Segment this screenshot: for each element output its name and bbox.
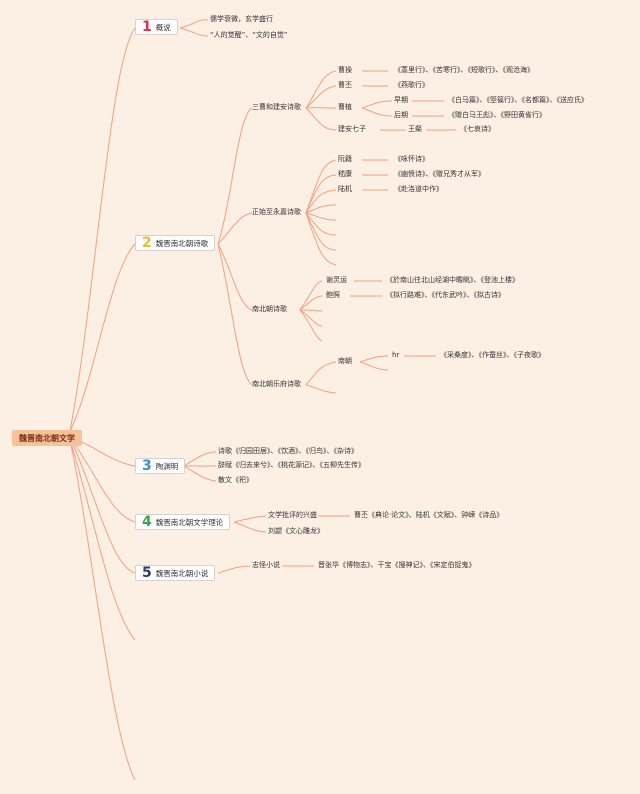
s2-luji[interactable]: 陆机	[338, 185, 352, 193]
s1-node-b[interactable]: “人的觉醒”、“文的自觉”	[210, 31, 288, 39]
s2-caocao[interactable]: 曹操	[338, 66, 352, 74]
s2-bao-works[interactable]: 《拟行路难》、《代东武吟》、《拟古诗》	[386, 291, 505, 299]
s1-node-a[interactable]: 儒学衰微，玄学盛行	[210, 15, 273, 23]
s2-jikang[interactable]: 嵇康	[338, 170, 352, 178]
s2-group-4[interactable]: 南北朝乐府诗歌	[252, 380, 301, 388]
section-4-number: 4	[142, 514, 152, 530]
link-root-empty-2	[69, 439, 136, 781]
link-root-s5	[69, 437, 136, 574]
s2-xie[interactable]: 谢灵运	[326, 276, 347, 284]
root-topic[interactable]: 魏晋南北朝文学	[12, 430, 82, 446]
s2-early-works[interactable]: 《白马篇》、《箜篌行》、《名都篇》、《送应氏》	[448, 96, 588, 104]
s2-caopi[interactable]: 曹丕	[338, 81, 352, 89]
s2-ruanji-works[interactable]: 《咏怀诗》	[394, 155, 429, 163]
s2-bao[interactable]: 鲍照	[326, 291, 340, 299]
s3-node-a[interactable]: 诗歌《归园田居》、《饮酒》、《归鸟》、《杂诗》	[218, 447, 358, 455]
section-1-label: 概说	[155, 22, 171, 32]
section-4-card[interactable]: 4 魏晋南北朝文学理论	[135, 514, 231, 530]
s2-xie-works[interactable]: 《於南山往北山经湖中瞻眺》、《登池上楼》	[386, 276, 519, 284]
s2-wangcan[interactable]: 王粲	[408, 125, 422, 133]
section-3-label: 陶渊明	[155, 461, 179, 471]
s2-luji-works[interactable]: 《赴洛道中作》	[394, 185, 443, 193]
s5-node-a-works[interactable]: 晋张华《博物志》、干宝《搜神记》、《宋定伯捉鬼》	[318, 561, 476, 569]
s2-late[interactable]: 后期	[394, 111, 408, 119]
s2-nanchao[interactable]: 南朝	[338, 357, 352, 365]
s2-nanchao-works[interactable]: 《采桑度》、《作蚕丝》、《子夜歌》	[440, 351, 545, 359]
section-1-number: 1	[142, 19, 152, 35]
s2-jianan[interactable]: 建安七子	[338, 125, 366, 133]
link-root-empty-1	[69, 439, 136, 641]
s5-node-a[interactable]: 志怪小说	[252, 561, 280, 569]
s4-node-b[interactable]: 刘勰《文心雕龙》	[268, 527, 324, 535]
link-root-s4	[69, 437, 136, 523]
section-2-card[interactable]: 2 魏晋南北朝诗歌	[135, 235, 216, 251]
s4-node-a[interactable]: 文学批评的兴盛	[268, 511, 317, 519]
s2-ruanji[interactable]: 阮籍	[338, 155, 352, 163]
s2-group-1[interactable]: 三曹和建安诗歌	[252, 103, 301, 111]
section-3-number: 3	[142, 458, 152, 474]
s2-early[interactable]: 早期	[394, 96, 408, 104]
s2-late-works[interactable]: 《赠白马王彪》、《野田黄雀行》	[448, 111, 546, 119]
link-root-s2	[69, 243, 136, 432]
s3-node-b[interactable]: 辞赋《归去来兮》、《桃花源记》、《五柳先生传》	[218, 461, 365, 469]
s4-node-a-works[interactable]: 曹丕《典论·论文》、陆机《文赋》、钟嵘《诗品》	[354, 511, 504, 519]
s2-wangcan-works[interactable]: 《七哀诗》	[460, 125, 495, 133]
link-root-s1	[69, 27, 136, 432]
section-5-number: 5	[142, 565, 152, 581]
section-1-card[interactable]: 1 概说	[135, 19, 178, 35]
s2-caocao-works[interactable]: 《蒿里行》、《苦寒行》、《短歌行》、《观沧海》	[394, 66, 534, 74]
s3-node-c[interactable]: 散文《祀》	[218, 476, 253, 484]
s2-jikang-works[interactable]: 《幽愤诗》、《赠兄秀才从军》	[394, 170, 485, 178]
section-4-label: 魏晋南北朝文学理论	[155, 517, 224, 527]
s2-group-2[interactable]: 正始至永嘉诗歌	[252, 208, 301, 216]
section-2-label: 魏晋南北朝诗歌	[155, 238, 209, 248]
s2-caozhi[interactable]: 曹植	[338, 103, 352, 111]
section-2-number: 2	[142, 235, 152, 251]
s2-group-3[interactable]: 南北朝诗歌	[252, 305, 287, 313]
s2-nanchao-child[interactable]: hr	[392, 351, 400, 359]
section-3-card[interactable]: 3 陶渊明	[135, 458, 186, 474]
section-5-label: 魏晋南北朝小说	[155, 568, 209, 578]
section-5-card[interactable]: 5 魏晋南北朝小说	[135, 565, 216, 581]
s2-caopi-works[interactable]: 《燕歌行》	[394, 81, 429, 89]
